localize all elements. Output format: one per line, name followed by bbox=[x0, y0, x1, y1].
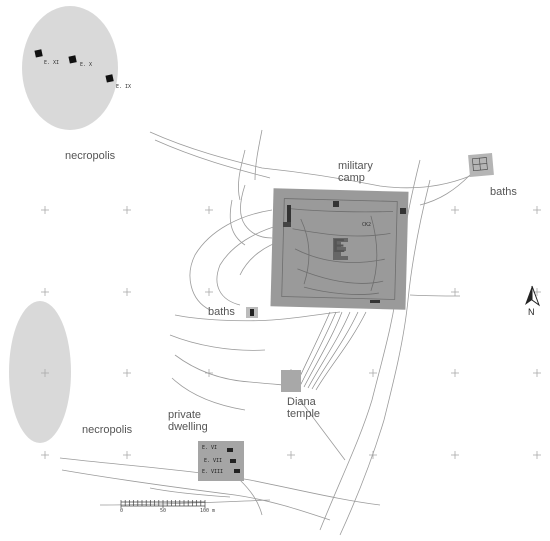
road-bundle bbox=[295, 311, 367, 391]
scale-bar bbox=[120, 500, 206, 508]
scale-label-start: 0 bbox=[120, 508, 124, 514]
tomb-label: E. XI bbox=[44, 60, 60, 66]
camp-marker: E bbox=[333, 236, 346, 256]
necropolis-zone-bottom bbox=[9, 301, 71, 443]
label-private-dwelling: private dwelling bbox=[168, 409, 208, 433]
label-military-camp: military camp bbox=[338, 160, 373, 184]
dwelling-label: E. VI bbox=[202, 445, 218, 451]
terrain-lines bbox=[59, 129, 471, 536]
camp-small-label: CK2 bbox=[362, 222, 372, 228]
label-diana-temple: Diana temple bbox=[287, 396, 321, 420]
scale-label-mid: 50 bbox=[160, 508, 167, 514]
label-necropolis-top: necropolis bbox=[65, 150, 116, 162]
label-baths-center: baths bbox=[208, 306, 235, 318]
baths-block-center bbox=[246, 307, 258, 318]
dwelling-label: E. VIII bbox=[202, 469, 224, 475]
necropolis-zone-top bbox=[22, 6, 118, 130]
tomb-label: E. X bbox=[80, 62, 93, 68]
compass-label: N bbox=[528, 307, 535, 317]
baths-block-right bbox=[468, 152, 494, 178]
north-arrow-icon bbox=[525, 285, 541, 307]
tomb-markers bbox=[34, 49, 114, 83]
military-camp-block bbox=[270, 188, 409, 310]
scale-label-end: 100 m bbox=[200, 508, 216, 514]
diana-temple-block bbox=[281, 370, 301, 392]
label-necropolis-bottom: necropolis bbox=[82, 424, 133, 436]
dwelling-label: E. VII bbox=[204, 458, 223, 464]
private-dwelling-block bbox=[198, 441, 244, 481]
tomb-label: E. IX bbox=[116, 84, 132, 90]
label-baths-right: baths bbox=[490, 186, 517, 198]
